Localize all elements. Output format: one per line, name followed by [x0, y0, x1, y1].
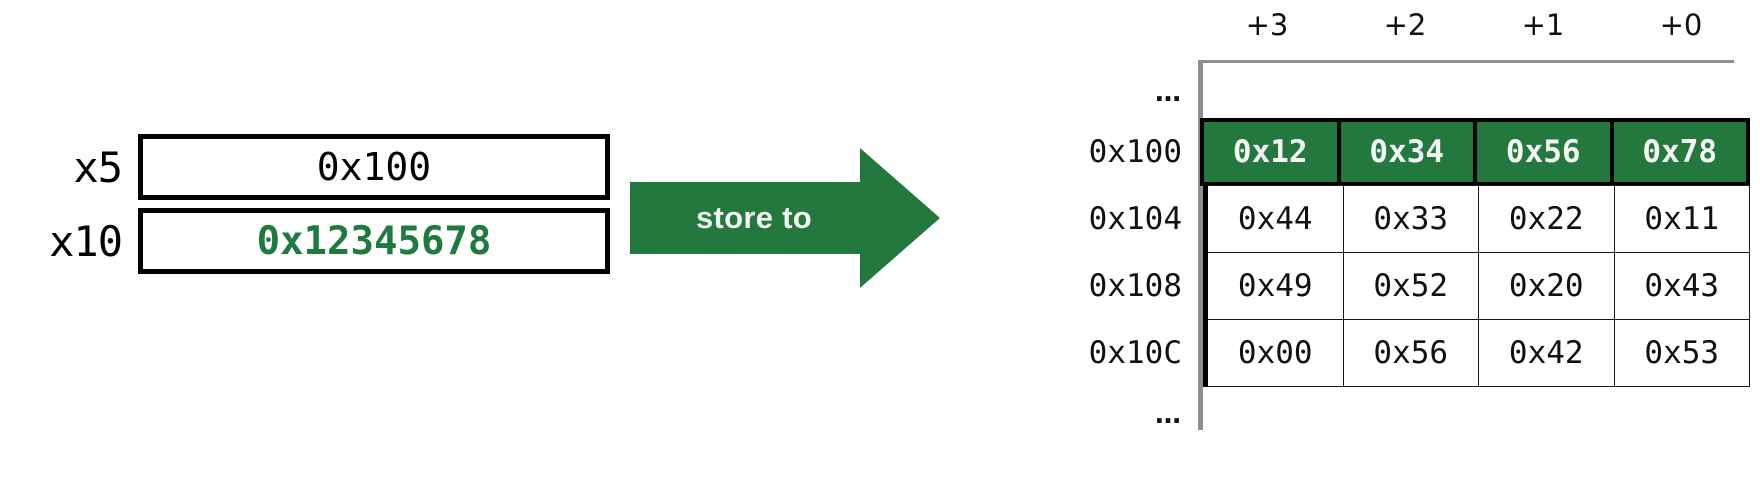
column-header-plus3: +3 [1245, 8, 1289, 42]
register-value-x10: 0x12345678 [256, 218, 492, 264]
register-file: x5 0x100 x10 0x12345678 [40, 134, 610, 294]
memory-cell-0x104-plus3[interactable]: 0x44 [1208, 185, 1344, 253]
memory-cell-blank [1344, 63, 1480, 123]
memory-cell-0x108-plus2[interactable]: 0x52 [1343, 252, 1479, 320]
column-header-plus0: +0 [1659, 8, 1703, 42]
register-value-x5: 0x100 [316, 145, 432, 189]
memory-row-0x100[interactable]: 0x100 0x12 0x34 0x56 0x78 [950, 118, 1750, 186]
memory-cell-0x104-plus2[interactable]: 0x33 [1343, 185, 1479, 253]
register-row-x5: x5 0x100 [40, 134, 610, 200]
memory-left-spine [1198, 60, 1203, 430]
register-box-x10: 0x12345678 [138, 208, 610, 274]
memory-cells-0x108: 0x49 0x52 0x20 0x43 [1203, 252, 1750, 320]
memory-address-ellipsis-bottom: … [1155, 400, 1182, 430]
memory-address-ellipsis-top: … [1155, 78, 1182, 108]
memory-cell-0x100-plus0[interactable]: 0x78 [1613, 122, 1746, 182]
memory-address-0x108: 0x108 [1088, 268, 1182, 304]
memory-cell-0x10C-plus0[interactable]: 0x53 [1614, 319, 1750, 387]
memory-cell-0x108-plus1[interactable]: 0x20 [1479, 252, 1615, 320]
register-name-x5: x5 [73, 142, 123, 192]
memory-cells-0x100: 0x12 0x34 0x56 0x78 [1200, 118, 1750, 186]
arrow-shape-icon [630, 148, 940, 288]
memory-cell-blank [1479, 63, 1615, 123]
memory-cell-0x108-plus3[interactable]: 0x49 [1208, 252, 1344, 320]
memory-cell-blank [1615, 385, 1751, 445]
column-header-plus1: +1 [1521, 8, 1565, 42]
memory-address-0x10C: 0x10C [1088, 335, 1182, 371]
memory-row-0x10C[interactable]: 0x10C 0x00 0x56 0x42 0x53 [950, 319, 1750, 387]
memory-cell-0x10C-plus1[interactable]: 0x42 [1479, 319, 1615, 387]
memory-row-0x108[interactable]: 0x108 0x49 0x52 0x20 0x43 [950, 252, 1750, 320]
store-to-arrow-label: store to [695, 200, 813, 235]
memory-table: +3 +2 +1 +0 … 0x100 0x12 0x34 0x56 0x78 … [950, 0, 1750, 500]
memory-cell-0x108-plus0[interactable]: 0x43 [1614, 252, 1750, 320]
memory-cell-blank [1208, 385, 1344, 445]
memory-row-0x104[interactable]: 0x104 0x44 0x33 0x22 0x11 [950, 185, 1750, 253]
address-gutter-spacer [950, 8, 1198, 54]
store-to-arrow: store to [630, 148, 940, 288]
memory-column-headers: +3 +2 +1 +0 [950, 8, 1750, 54]
memory-cell-0x100-plus2[interactable]: 0x34 [1340, 122, 1477, 182]
memory-cells-0x10C: 0x00 0x56 0x42 0x53 [1203, 319, 1750, 387]
memory-cell-0x100-plus1[interactable]: 0x56 [1477, 122, 1614, 182]
memory-cell-blank [1615, 63, 1751, 123]
memory-cell-0x104-plus0[interactable]: 0x11 [1614, 185, 1750, 253]
memory-row-ellipsis-top: … [950, 63, 1750, 123]
memory-cell-0x10C-plus3[interactable]: 0x00 [1208, 319, 1344, 387]
memory-cell-0x104-plus1[interactable]: 0x22 [1479, 185, 1615, 253]
memory-address-0x104: 0x104 [1088, 201, 1182, 237]
memory-address-0x100: 0x100 [1088, 134, 1182, 170]
memory-row-ellipsis-bottom: … [950, 385, 1750, 445]
register-name-x10: x10 [49, 216, 123, 266]
memory-top-rule [1198, 60, 1734, 63]
register-box-x5: 0x100 [138, 134, 610, 200]
register-row-x10: x10 0x12345678 [40, 208, 610, 274]
memory-cell-blank [1208, 63, 1344, 123]
memory-cells-ellipsis-top [1203, 63, 1750, 123]
memory-cell-0x100-plus3[interactable]: 0x12 [1204, 122, 1341, 182]
column-header-plus2: +2 [1383, 8, 1427, 42]
memory-cell-blank [1479, 385, 1615, 445]
memory-cell-0x10C-plus2[interactable]: 0x56 [1343, 319, 1479, 387]
memory-cells-0x104: 0x44 0x33 0x22 0x11 [1203, 185, 1750, 253]
memory-cells-ellipsis-bottom [1203, 385, 1750, 445]
memory-cell-blank [1344, 385, 1480, 445]
